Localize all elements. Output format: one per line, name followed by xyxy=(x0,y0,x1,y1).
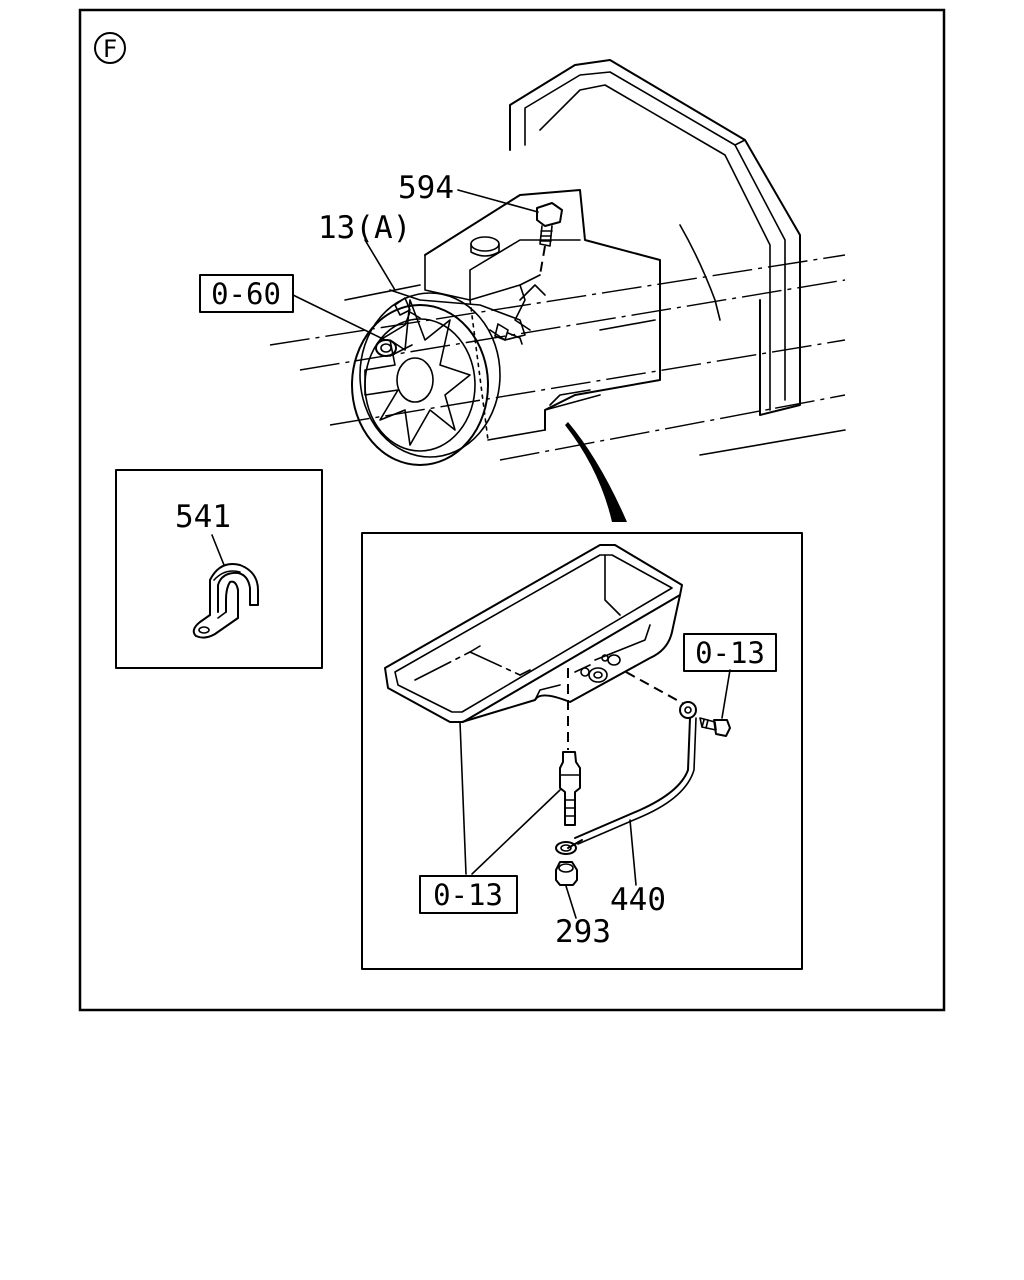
washer-and-nut xyxy=(555,841,578,886)
engine-assembly xyxy=(269,59,846,522)
engine-block xyxy=(424,189,661,431)
bolt-594 xyxy=(536,202,563,276)
callout-293: 293 xyxy=(555,914,611,950)
section-marker-letter: F xyxy=(103,35,117,63)
ref-0-13-bolt: 0-13 xyxy=(695,636,765,670)
outer-frame xyxy=(78,8,946,1012)
cooling-fan xyxy=(351,292,546,466)
clip-part xyxy=(192,563,259,639)
ref-box-upper: 0-60 xyxy=(199,274,294,313)
fan-shroud xyxy=(351,304,489,466)
ref-box-stud: 0-13 xyxy=(419,875,518,914)
ref-0-13-stud: 0-13 xyxy=(433,878,503,912)
callout-13a: 13(A) xyxy=(318,210,411,246)
ground-cable xyxy=(567,701,697,849)
pulley xyxy=(375,339,397,357)
detail-frame xyxy=(361,532,803,970)
oil-filler-cap xyxy=(470,236,500,252)
mounting-bracket xyxy=(389,284,546,345)
oil-pan-detail: 0-13 0-13 440 293 xyxy=(361,532,803,970)
stud-sensor xyxy=(559,751,581,826)
callout-594: 594 xyxy=(398,170,454,206)
ref-0-60: 0-60 xyxy=(211,277,281,311)
section-marker-circle xyxy=(94,32,126,64)
ref-box-bolt: 0-13 xyxy=(683,633,777,672)
clip-inset: 541 xyxy=(115,469,323,669)
fan-hub xyxy=(396,357,434,403)
ground-bolt xyxy=(699,717,731,737)
drain-boss xyxy=(588,667,608,683)
callout-541: 541 xyxy=(175,499,231,535)
fan-blades xyxy=(364,299,471,446)
section-marker: F xyxy=(94,32,126,64)
callout-440: 440 xyxy=(610,882,666,918)
radiator-frame xyxy=(509,59,801,416)
upper-leaders xyxy=(292,189,539,341)
clip-inset-frame xyxy=(115,469,323,669)
detail-pointer xyxy=(565,422,627,522)
oil-pan xyxy=(384,544,683,723)
